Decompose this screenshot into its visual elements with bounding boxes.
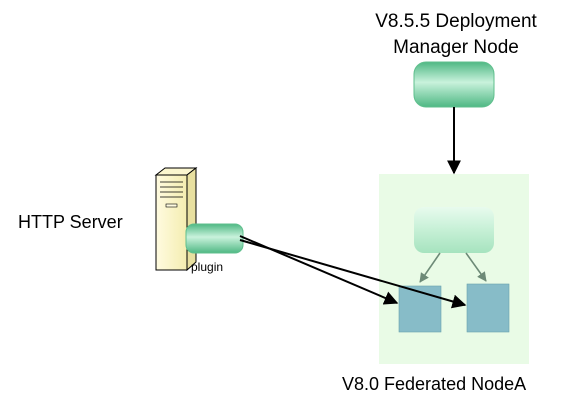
node-agent-to-server2-arrow bbox=[465, 252, 487, 282]
app-server-box-2[interactable] bbox=[466, 283, 510, 333]
federated-node-area bbox=[379, 174, 529, 364]
http-server-icon[interactable] bbox=[154, 166, 198, 272]
plugin-to-server2-arrow bbox=[239, 239, 467, 309]
node-agent-to-server1-arrow bbox=[419, 252, 441, 283]
http-server-label: HTTP Server bbox=[18, 212, 123, 232]
node-agent-box[interactable] bbox=[414, 207, 494, 253]
app-server-box-1[interactable] bbox=[398, 285, 442, 333]
deployment-manager-title: V8.5.5 Deployment Manager Node bbox=[375, 11, 537, 58]
federated-node-label: V8.0 Federated NodeA bbox=[342, 374, 527, 394]
plugin-box[interactable] bbox=[185, 223, 244, 254]
deployment-manager-box[interactable] bbox=[413, 61, 495, 108]
plugin-label: plugin bbox=[191, 260, 224, 274]
